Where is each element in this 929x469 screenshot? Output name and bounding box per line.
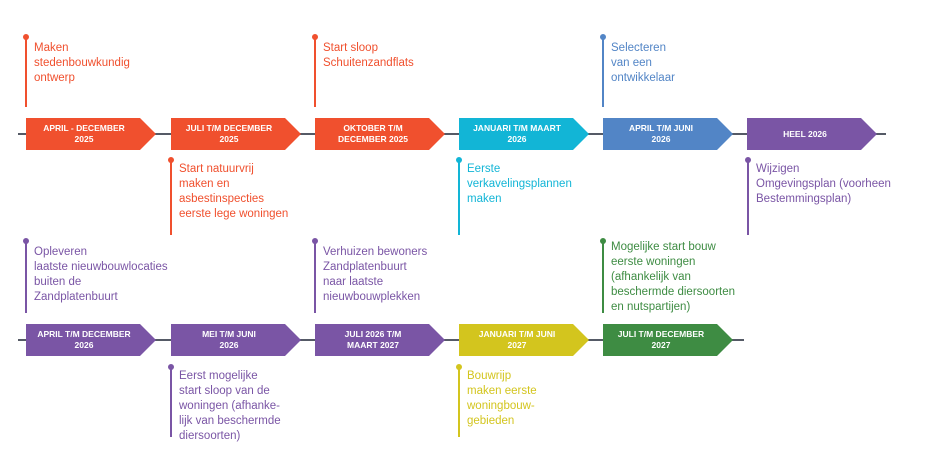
phase-1-line-2: 2025 bbox=[74, 134, 94, 144]
event-text: Wijzigen Omgevingsplan (voorheen Bestemm… bbox=[756, 163, 891, 205]
phase-11-line-1: JULI T/M DECEMBER bbox=[617, 329, 705, 339]
phase-4-line-1: JANUARI T/M MAART bbox=[473, 123, 561, 133]
event-text: Start natuurvrij maken en asbestinspecti… bbox=[179, 163, 289, 220]
phase-3-line-1: OKTOBER T/M bbox=[343, 123, 403, 133]
phase-7-line-1: APRIL T/M DECEMBER bbox=[37, 329, 131, 339]
phase-1-line-1: APRIL - DECEMBER bbox=[43, 123, 125, 133]
phase-9-line-2: MAART 2027 bbox=[347, 340, 399, 350]
event-text: Verhuizen bewoners Zandplatenbuurt naar … bbox=[323, 246, 428, 303]
event-text: Mogelijke start bouw eerste woningen (af… bbox=[611, 241, 736, 313]
event-text: Opleveren laatste nieuwbouwlocaties buit… bbox=[34, 246, 168, 303]
phase-8-line-2: 2026 bbox=[219, 340, 239, 350]
event-text: Eerste verkavelingsplannen maken bbox=[467, 163, 572, 205]
phase-11-line-2: 2027 bbox=[651, 340, 671, 350]
phase-5-line-1: APRIL T/M JUNI bbox=[628, 123, 694, 133]
phase-4-line-2: 2026 bbox=[507, 134, 527, 144]
timeline-axis-row-1 bbox=[18, 133, 886, 135]
phase-3-line-2: DECEMBER 2025 bbox=[338, 134, 408, 144]
phase-10-line-2: 2027 bbox=[507, 340, 527, 350]
phase-8-line-1: MEI T/M JUNI bbox=[202, 329, 256, 339]
event-text: Selecteren van een ontwikkelaar bbox=[611, 42, 675, 84]
phase-10-line-1: JANUARI T/M JUNI bbox=[478, 329, 556, 339]
event-text: Start sloop Schuitenzandflats bbox=[323, 42, 414, 69]
event-text: Eerst mogelijke start sloop van de wonin… bbox=[179, 370, 281, 442]
phase-6: HEEL 2026 bbox=[747, 118, 877, 150]
phase-9-line-1: JULI 2026 T/M bbox=[344, 329, 402, 339]
phase-2-line-1: JULI T/M DECEMBER bbox=[185, 123, 273, 133]
phase-6-line-1: HEEL 2026 bbox=[783, 128, 827, 139]
phase-7-line-2: 2026 bbox=[74, 340, 94, 350]
event-text: Bouwrijp maken eerste woningbouw- gebied… bbox=[467, 370, 537, 427]
phase-2-line-2: 2025 bbox=[219, 134, 239, 144]
event-text: Maken stedenbouwkundig ontwerp bbox=[34, 42, 130, 84]
phase-5-line-2: 2026 bbox=[651, 134, 671, 144]
